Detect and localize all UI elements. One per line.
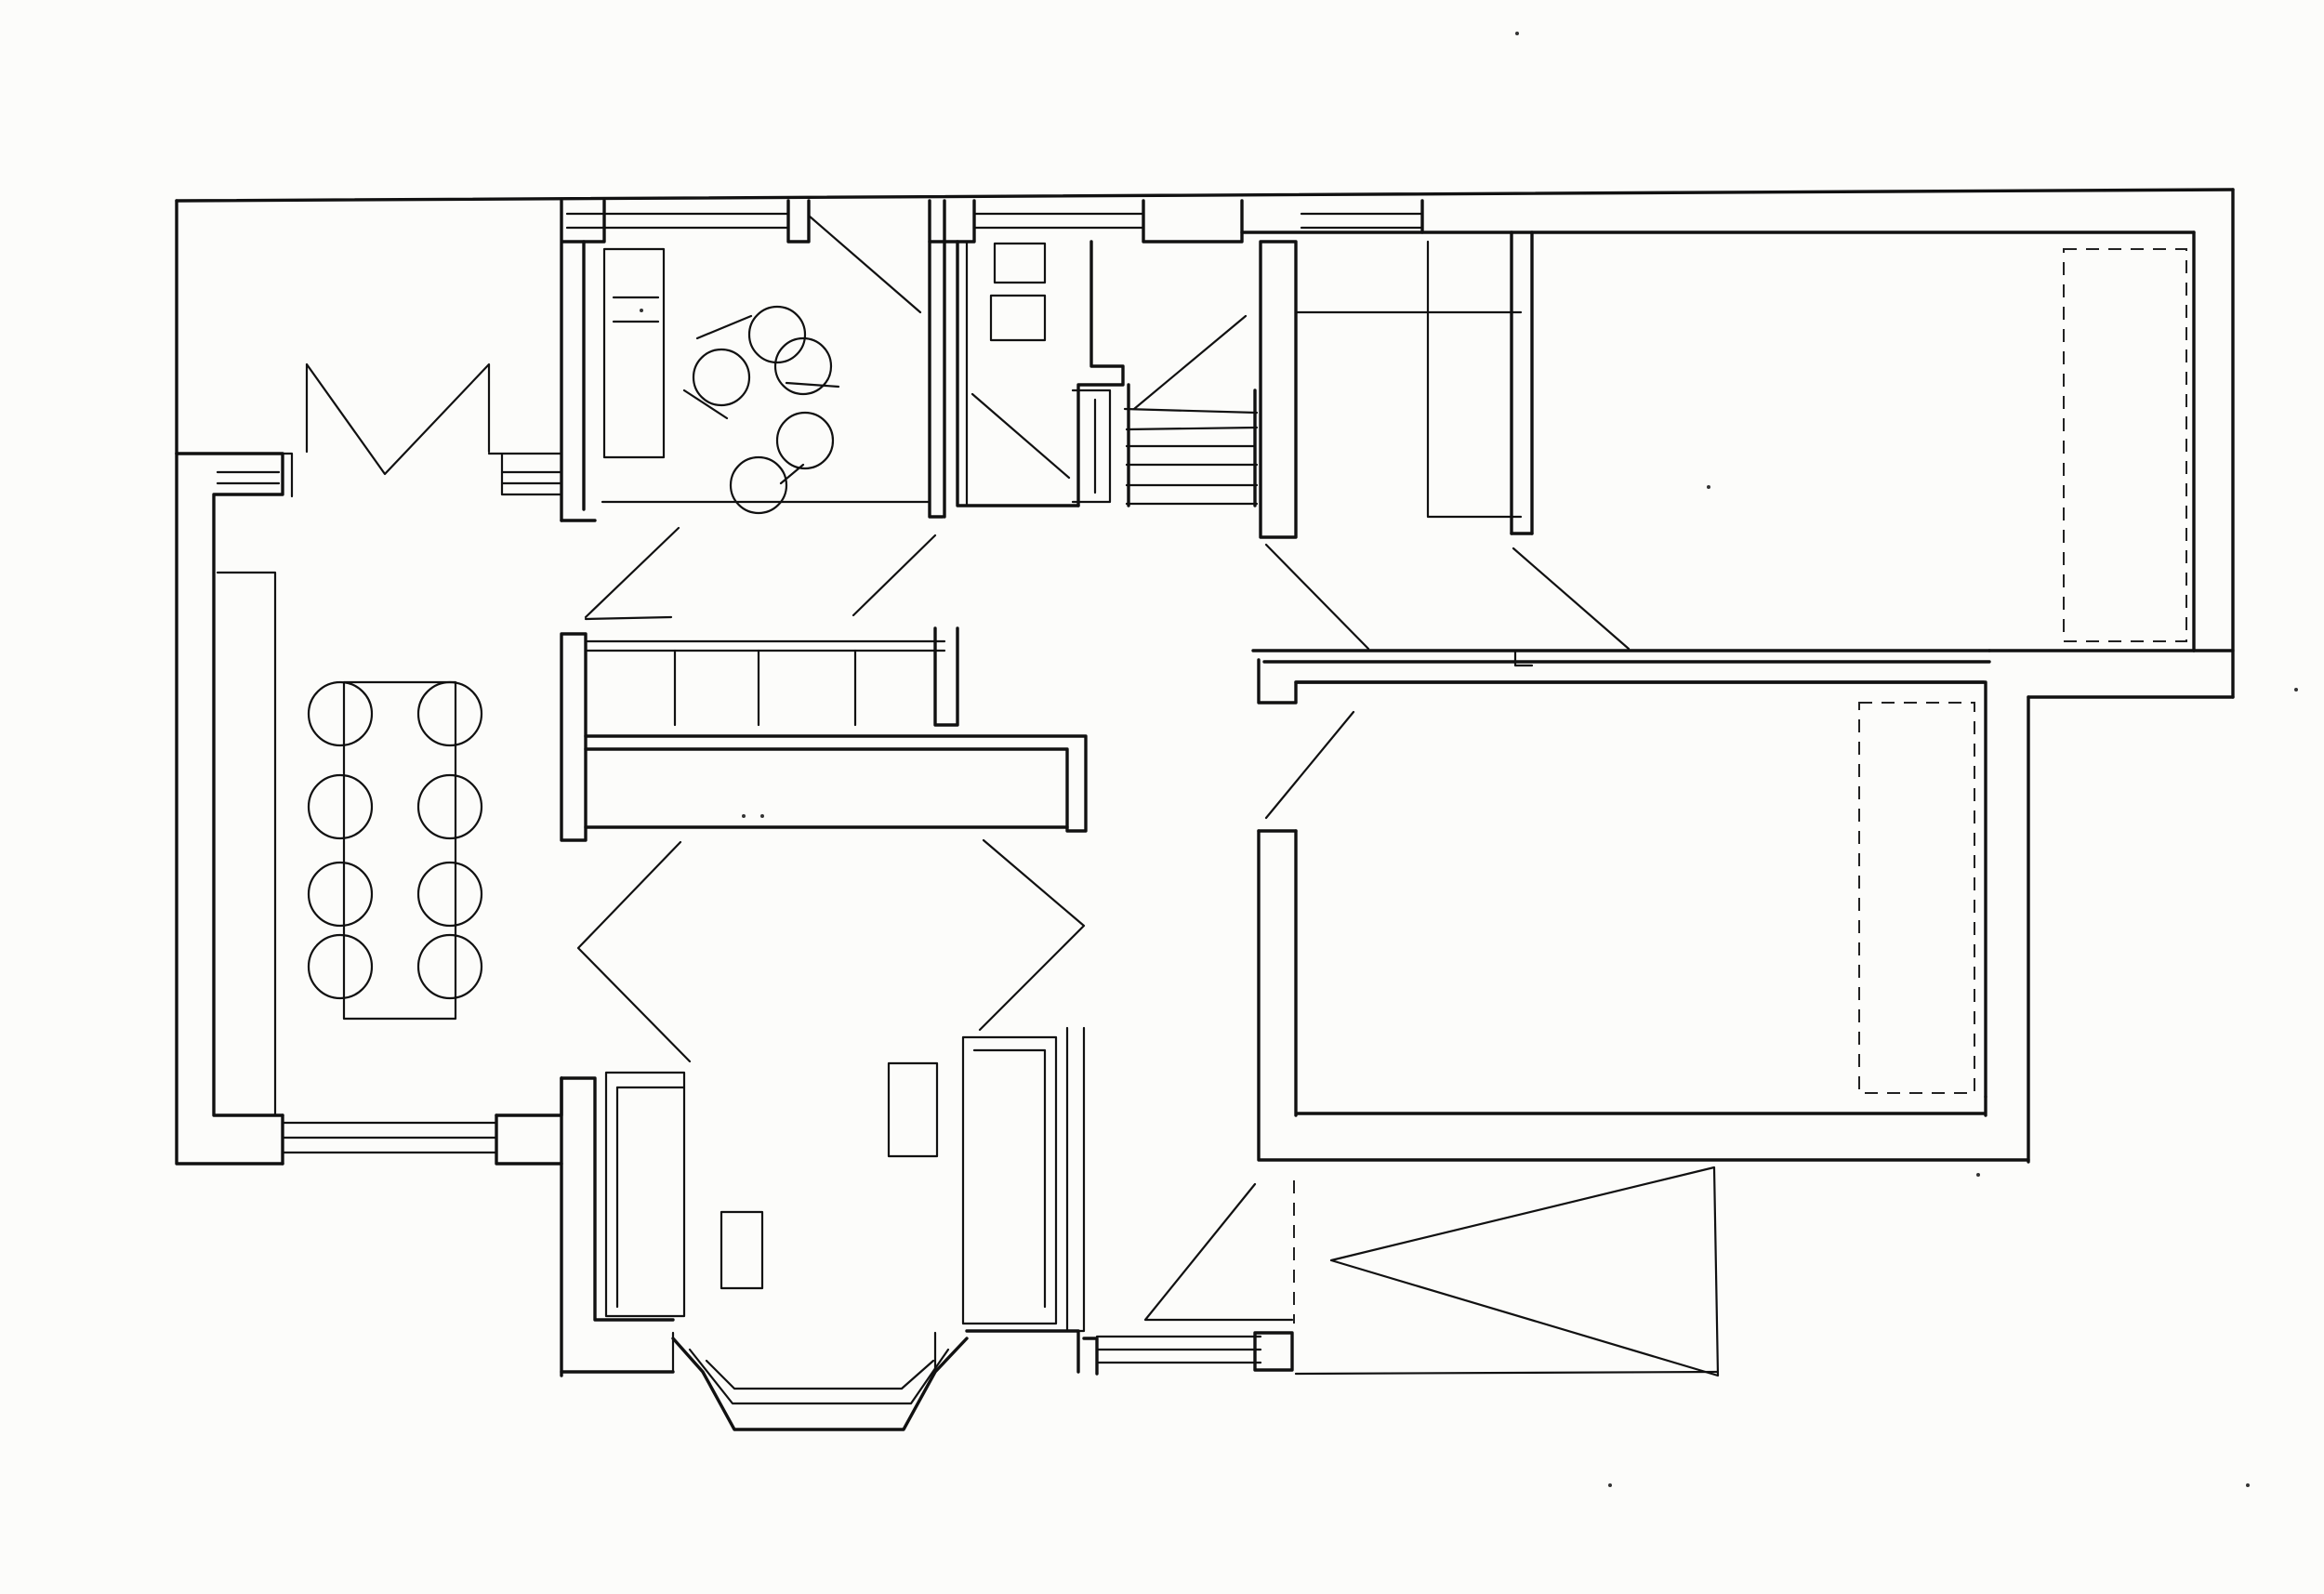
bedroom-lower (1257, 658, 2030, 1162)
bedroom-upper (1251, 231, 2196, 667)
exterior-walls (175, 188, 2235, 1377)
basin (993, 242, 1047, 284)
garage-door-swing (1329, 1166, 1720, 1377)
centre-hall-doors (576, 838, 1086, 1063)
utility-door-swing (807, 214, 922, 314)
bifold-door (305, 362, 491, 476)
kitchen-door-swing (852, 534, 937, 617)
staircase (1123, 240, 1298, 539)
landing-corridor (1264, 231, 1631, 651)
side-table (720, 1210, 764, 1290)
lower-bedroom-door-swing (1264, 710, 1355, 820)
dining-area (216, 571, 483, 1117)
right-double-door (978, 838, 1086, 1032)
toilet (989, 294, 1047, 342)
living-room (560, 1026, 1262, 1431)
utility-room (560, 199, 946, 522)
dining-chair (307, 680, 374, 747)
wardrobe (2063, 248, 2187, 642)
left-double-door (576, 840, 692, 1063)
top-windows (560, 199, 2196, 522)
coffee-table (887, 1061, 939, 1158)
kitchen-end-panel (560, 632, 588, 842)
washer-circle (747, 305, 807, 364)
dining-table (342, 680, 457, 1021)
built-in-unit (1858, 702, 1975, 1094)
entrance-porch (1143, 1166, 1720, 1377)
folding-doors (216, 362, 563, 498)
wc-door-swing (971, 392, 1071, 480)
paper-specks (1515, 32, 2298, 1487)
sofa-right (961, 1035, 1058, 1325)
utility-counter (602, 247, 666, 459)
wc-room (956, 240, 1125, 507)
front-door-swing (1143, 1182, 1294, 1322)
sofa-left (604, 1071, 686, 1318)
kitchen-block (560, 526, 1088, 842)
landing-door-swing (1264, 543, 1370, 651)
bedroom-door-swing (1512, 547, 1631, 651)
